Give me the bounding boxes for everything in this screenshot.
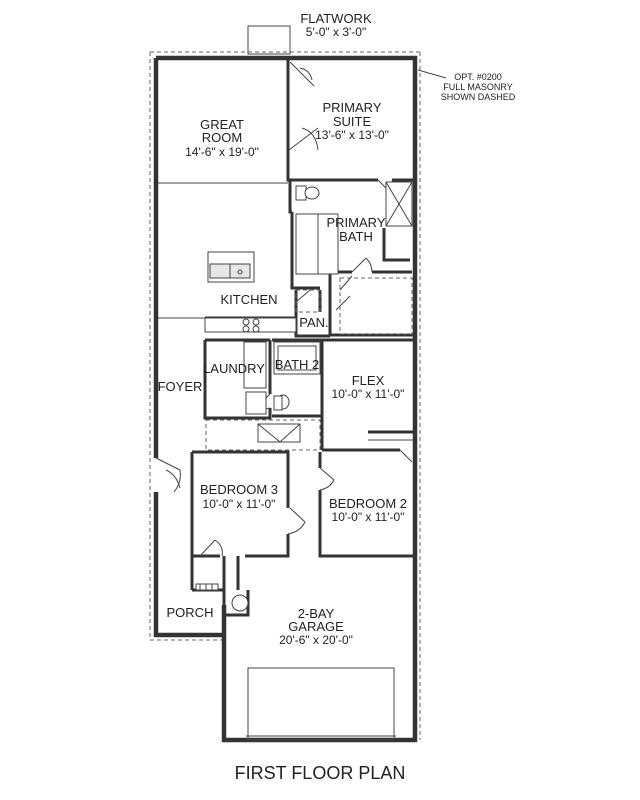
note-leader (417, 69, 447, 79)
primary-bath-name-2: BATH (339, 229, 373, 244)
bath2-name: BATH 2 (275, 357, 320, 372)
flatwork-dims: 5'-0" x 3'-0" (306, 25, 366, 39)
bedroom2-name: BEDROOM 2 (329, 496, 407, 511)
great-room-dims: 14'-6" x 19'-0" (185, 145, 259, 159)
great-room-name-2: ROOM (202, 130, 242, 145)
kitchen-name: KITCHEN (220, 292, 277, 307)
bedroom3-name: BEDROOM 3 (200, 482, 278, 497)
great-room-name-1: GREAT (200, 117, 244, 132)
garage-name-2: GARAGE (288, 619, 344, 634)
primary-suite-name-1: PRIMARY (323, 100, 382, 115)
note-line2: FULL MASONRY (443, 82, 513, 92)
note-line1: OPT. #0200 (454, 72, 502, 82)
door-swings (155, 127, 413, 557)
note-line3: SHOWN DASHED (441, 92, 516, 102)
pantry-name: PAN. (299, 315, 328, 330)
foyer-name: FOYER (158, 379, 203, 394)
primary-bath-name-1: PRIMARY (327, 215, 386, 230)
bedroom3-dims: 10'-0" x 11'-0" (203, 497, 276, 511)
flatwork-name: FLATWORK (300, 11, 372, 26)
masonry-outline (149, 51, 421, 740)
garage-dims: 20'-6" x 20'-0" (279, 633, 353, 647)
laundry-name: LAUNDRY (203, 361, 265, 376)
plan-title: FIRST FLOOR PLAN (235, 763, 406, 783)
primary-suite-dims: 13'-6" x 13'-0" (315, 128, 389, 142)
primary-suite-name-2: SUITE (333, 114, 372, 129)
flex-dims: 10'-0" x 11'-0" (332, 387, 405, 401)
water-heater (231, 594, 249, 612)
flex-name: FLEX (352, 373, 385, 388)
bedroom2-dims: 10'-0" x 11'-0" (332, 510, 405, 524)
interior-walls (158, 60, 415, 617)
fixtures (195, 181, 413, 741)
porch-name: PORCH (167, 605, 214, 620)
garage-door (247, 667, 395, 741)
bath2-tub (273, 341, 321, 375)
room-labels: FLATWORK 5'-0" x 3'-0" OPT. #0200 FULL M… (158, 11, 516, 783)
kitchen-counter (204, 317, 297, 333)
garage-name-1: 2-BAY (298, 606, 335, 621)
